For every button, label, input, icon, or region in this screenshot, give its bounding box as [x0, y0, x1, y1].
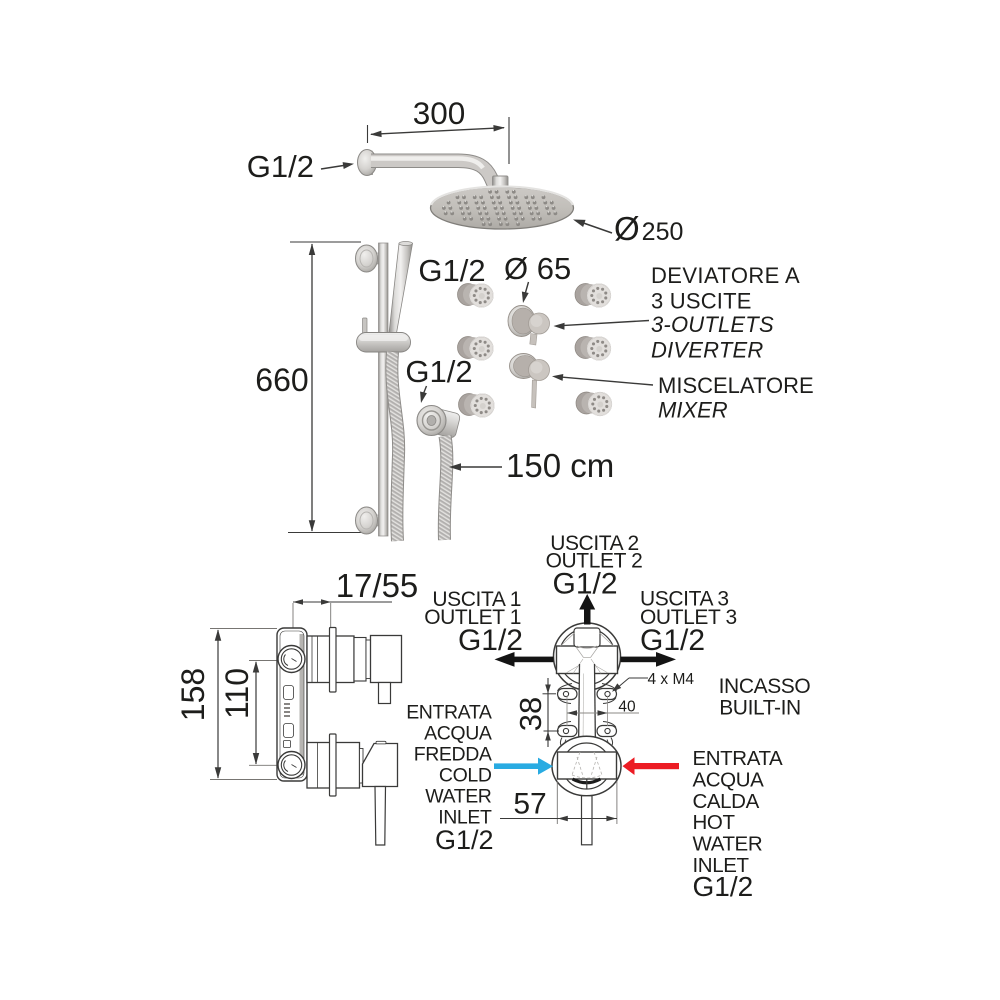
svg-text:300: 300 — [413, 95, 466, 131]
svg-text:G1/2: G1/2 — [247, 149, 314, 184]
svg-text:USCITA 2: USCITA 2 — [550, 532, 639, 555]
svg-text:110: 110 — [219, 668, 255, 719]
svg-text:OUTLET 2: OUTLET 2 — [546, 550, 643, 573]
svg-text:G1/2: G1/2 — [553, 568, 618, 601]
svg-text:DEVIATORE A: DEVIATORE A — [651, 263, 800, 288]
svg-text:G1/2: G1/2 — [418, 253, 485, 288]
svg-text:MISCELATORE: MISCELATORE — [658, 373, 814, 398]
svg-text:WATER: WATER — [693, 833, 763, 856]
svg-text:USCITA 3: USCITA 3 — [640, 588, 729, 611]
svg-text:4 x M4: 4 x M4 — [648, 671, 695, 688]
svg-text:MIXER: MIXER — [658, 398, 728, 423]
svg-text:G1/2: G1/2 — [405, 354, 472, 389]
svg-text:ENTRATA: ENTRATA — [693, 747, 784, 770]
svg-text:WATER: WATER — [425, 786, 492, 808]
svg-text:57: 57 — [513, 788, 546, 821]
svg-text:ACQUA: ACQUA — [424, 723, 492, 745]
svg-text:Ø250: Ø250 — [614, 210, 683, 247]
svg-text:OUTLET 1: OUTLET 1 — [424, 606, 521, 629]
svg-text:DIVERTER: DIVERTER — [651, 338, 763, 363]
svg-text:Ø 65: Ø 65 — [504, 251, 571, 286]
svg-text:OUTLET 3: OUTLET 3 — [640, 606, 737, 629]
svg-text:3-OUTLETS: 3-OUTLETS — [651, 312, 774, 337]
svg-text:USCITA 1: USCITA 1 — [432, 588, 521, 611]
svg-text:660: 660 — [255, 362, 308, 398]
svg-text:CALDA: CALDA — [693, 790, 760, 813]
svg-text:G1/2: G1/2 — [458, 624, 523, 657]
svg-text:INLET: INLET — [438, 807, 492, 829]
svg-text:17/55: 17/55 — [336, 567, 419, 604]
svg-text:INLET: INLET — [693, 854, 750, 877]
svg-text:ACQUA: ACQUA — [693, 768, 765, 791]
svg-text:BUILT-IN: BUILT-IN — [719, 697, 801, 720]
svg-text:FREDDA: FREDDA — [414, 744, 492, 766]
svg-text:38: 38 — [513, 697, 548, 731]
svg-text:ENTRATA: ENTRATA — [406, 702, 492, 724]
svg-text:G1/2: G1/2 — [435, 825, 494, 855]
svg-text:3 USCITE: 3 USCITE — [651, 289, 752, 314]
svg-text:150 cm: 150 cm — [506, 447, 614, 484]
svg-text:HOT: HOT — [693, 811, 736, 834]
svg-text:COLD: COLD — [439, 765, 492, 787]
svg-text:40: 40 — [618, 699, 636, 716]
svg-text:INCASSO: INCASSO — [719, 675, 811, 698]
svg-text:G1/2: G1/2 — [693, 871, 754, 902]
svg-text:G1/2: G1/2 — [640, 624, 705, 657]
svg-text:158: 158 — [175, 668, 211, 721]
